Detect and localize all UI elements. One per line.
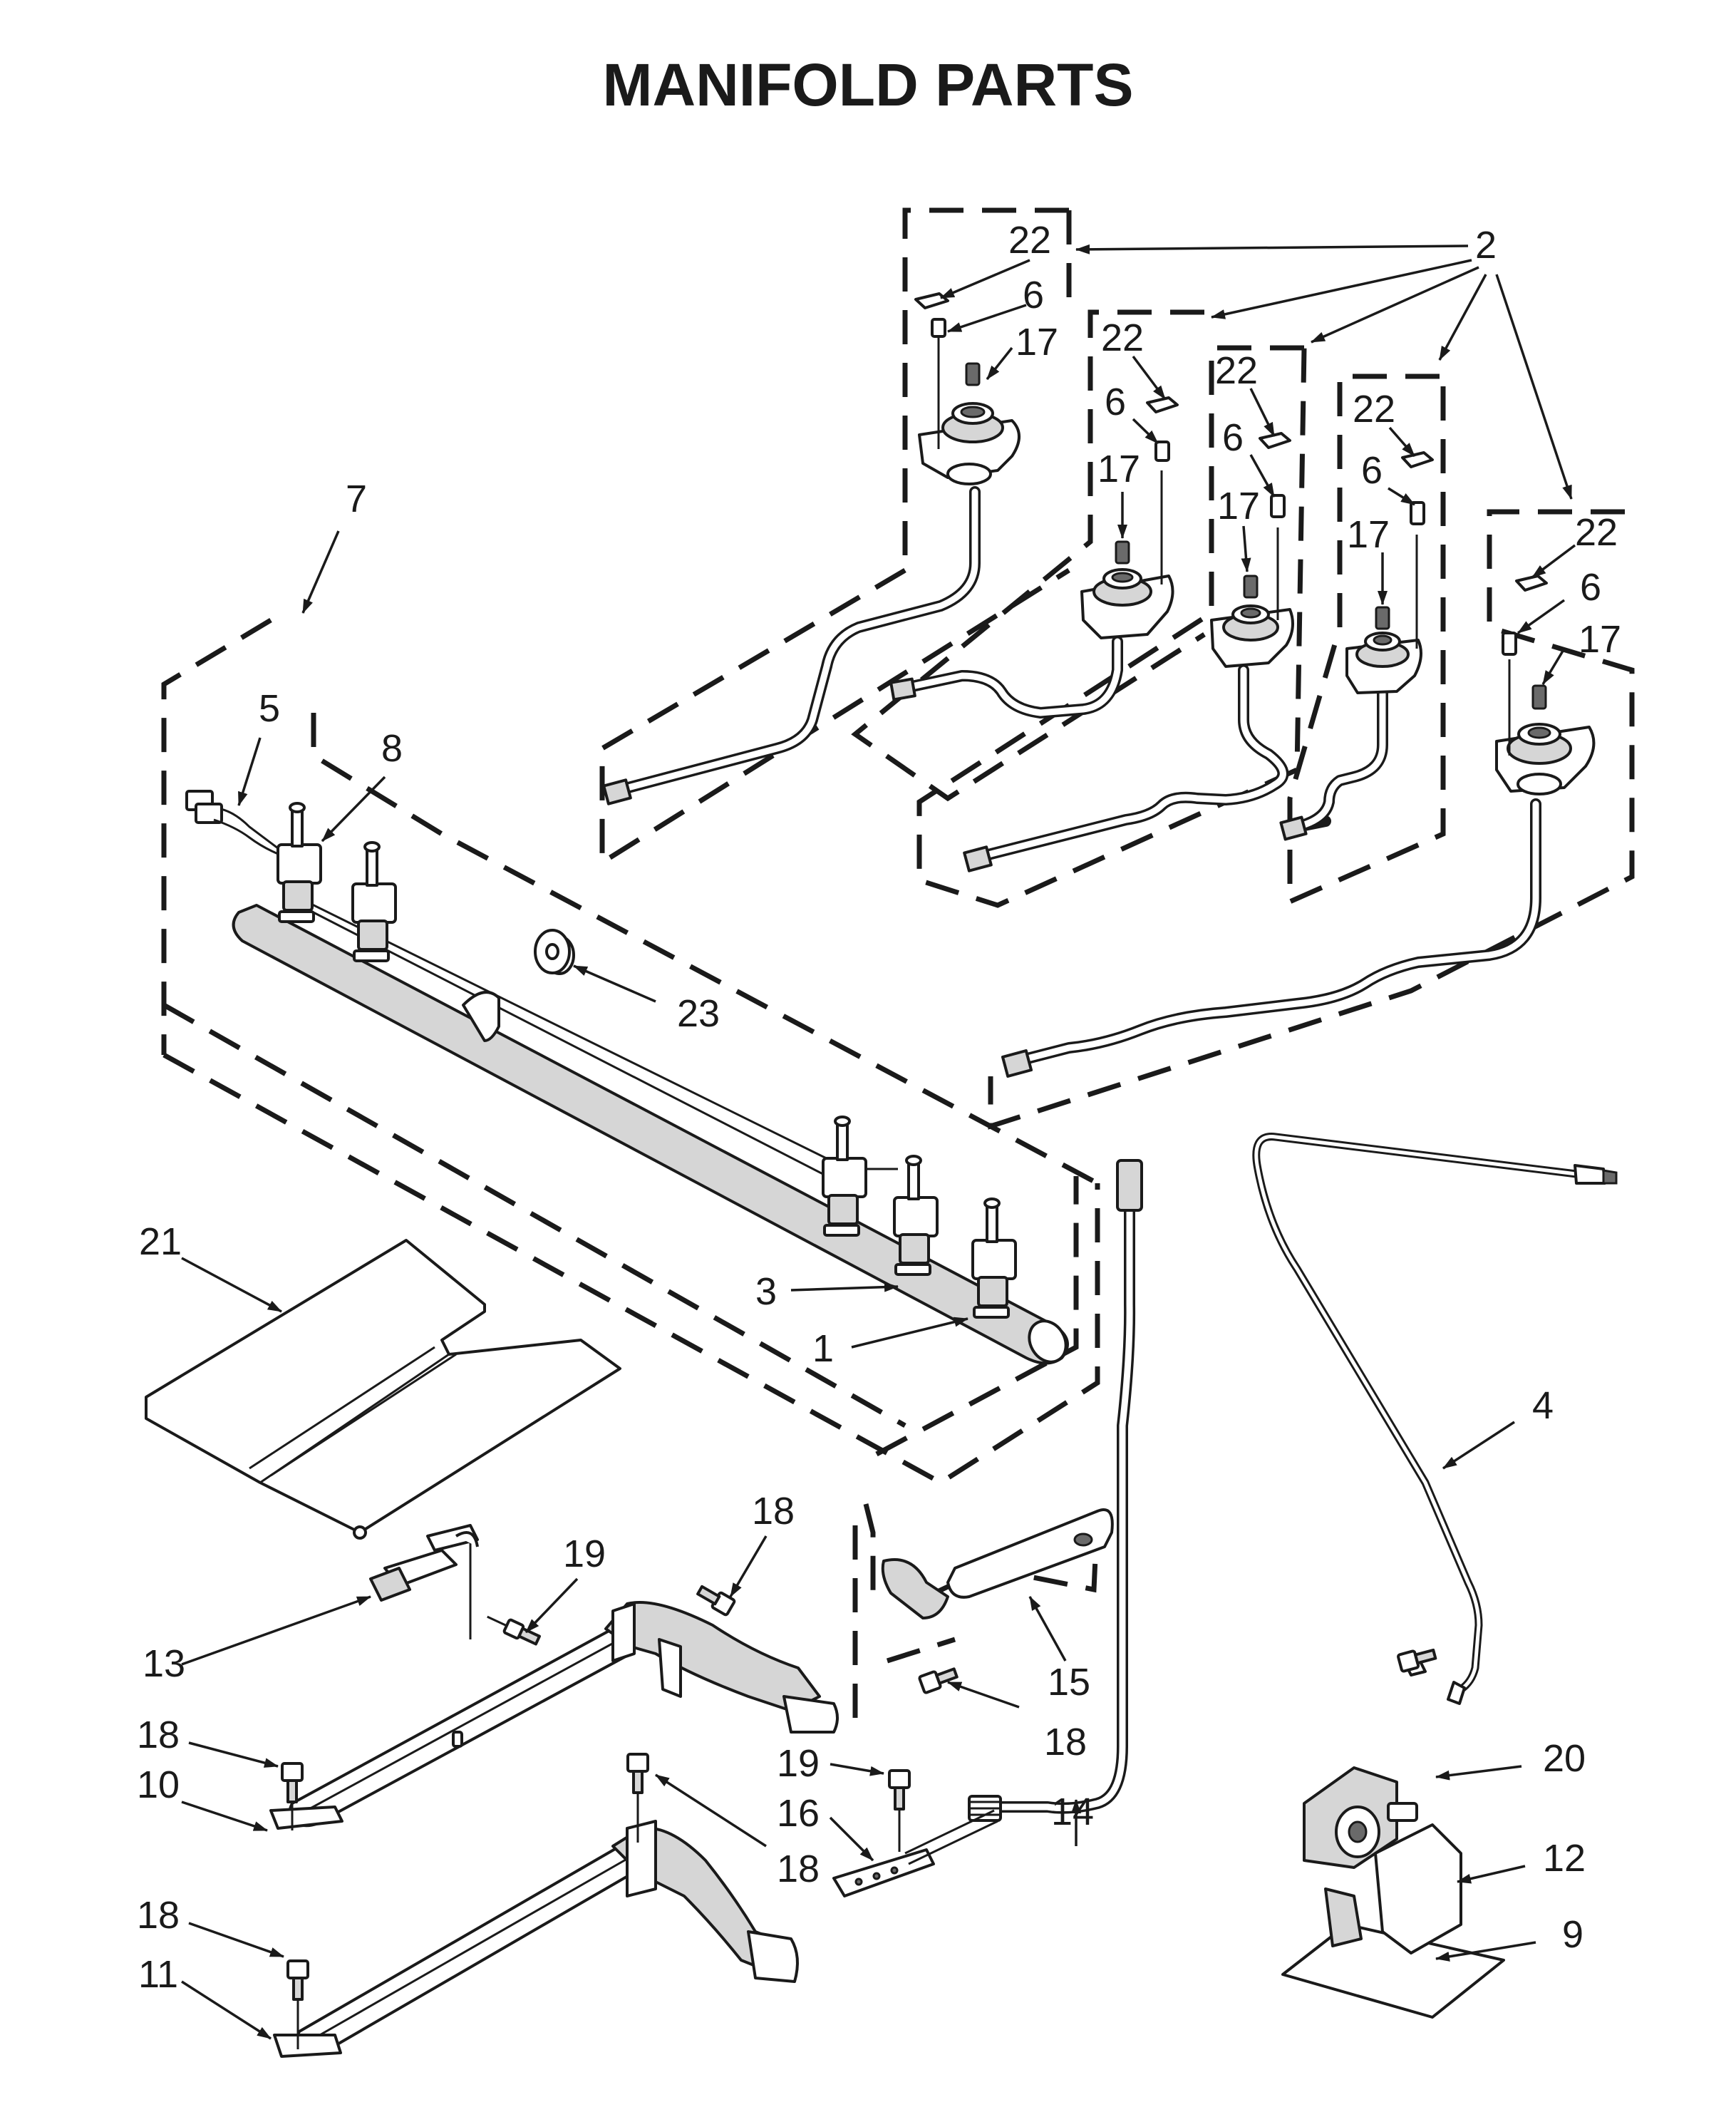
callout-19: 19 [563, 1533, 606, 1575]
oven-burner-icon [273, 1820, 799, 2058]
callout-17: 17 [1347, 513, 1390, 556]
callout-6: 6 [1023, 274, 1044, 316]
leader-lines [181, 244, 1576, 2040]
oven-igniter [369, 1524, 479, 1639]
screw-icon [918, 1667, 959, 1694]
igniter-clip-icon [1146, 396, 1179, 413]
callout-17: 17 [1016, 321, 1058, 364]
callout-10: 10 [137, 1763, 180, 1806]
igniter-electrode-icon [931, 318, 946, 338]
callout-8: 8 [381, 727, 403, 770]
callout-9: 9 [1562, 1913, 1583, 1956]
burner-valve-icon [351, 841, 397, 962]
callout-23: 23 [677, 992, 720, 1035]
screw-icon [696, 1585, 736, 1617]
orifice-icon [1375, 606, 1390, 630]
screw-icon [286, 1959, 309, 2049]
screw-icon [487, 1615, 541, 1646]
callout-4: 4 [1532, 1384, 1554, 1427]
callout-17: 17 [1579, 618, 1621, 661]
igniter-clip-icon [1515, 575, 1548, 592]
callout-3: 3 [755, 1270, 777, 1313]
manifold-assembly-outline [161, 617, 1100, 1486]
burner-group-outlines [599, 207, 1635, 1130]
callout-22: 22 [1353, 388, 1395, 431]
callout-19: 19 [777, 1742, 820, 1785]
manifold-pipe [232, 897, 1069, 1365]
callout-20: 20 [1543, 1737, 1586, 1780]
oven-burner-icon [269, 1601, 839, 1830]
callout-6: 6 [1222, 416, 1244, 459]
surface-burner-valve-5 [1001, 575, 1596, 1078]
callout-22: 22 [1008, 219, 1051, 262]
callout-labels: 2 22 6 17 22 6 17 22 6 17 22 6 17 22 6 1… [137, 219, 1621, 1996]
callout-22: 22 [1215, 349, 1258, 392]
callout-18: 18 [137, 1714, 180, 1756]
ignition-switch-harness [185, 790, 282, 857]
callout-16: 16 [777, 1792, 820, 1835]
callout-6: 6 [1580, 566, 1601, 609]
regulator-elbow [852, 1503, 1114, 1732]
burner-valve-icon [971, 1197, 1017, 1319]
igniter-electrode-icon [1502, 632, 1517, 656]
screw-icon [281, 1762, 304, 1830]
callout-18: 18 [1044, 1721, 1087, 1763]
callout-2: 2 [1475, 224, 1497, 267]
callout-6: 6 [1361, 449, 1383, 492]
igniter-electrode-icon [1270, 494, 1286, 518]
callout-17: 17 [1217, 485, 1260, 527]
callout-17: 17 [1097, 448, 1140, 490]
igniter-electrode-icon [1410, 501, 1425, 525]
callout-7: 7 [346, 478, 367, 520]
manifold-valves [277, 802, 1017, 1319]
callout-21: 21 [139, 1220, 182, 1263]
burner-valve-icon [822, 1116, 867, 1237]
surface-burner-valve-4 [1279, 451, 1434, 841]
callout-18: 18 [137, 1894, 180, 1937]
igniter-clip-icon [914, 292, 949, 309]
burner-bracket [832, 1809, 998, 1897]
flame-spreader-icon [145, 1239, 621, 1540]
burner-valve-icon [277, 802, 322, 923]
surface-burner-valve-1 [602, 292, 1021, 805]
orifice-icon [1243, 575, 1259, 599]
callout-1: 1 [812, 1327, 834, 1370]
page-title: MANIFOLD PARTS [602, 51, 1133, 118]
callout-12: 12 [1543, 1837, 1586, 1880]
burner-valve-icon [893, 1155, 939, 1276]
callout-14: 14 [1051, 1791, 1094, 1833]
igniter-clip-icon [1401, 451, 1434, 468]
callout-5: 5 [259, 687, 280, 730]
callout-18: 18 [777, 1848, 820, 1890]
gas-valve-icon [1281, 1656, 1505, 2019]
callout-15: 15 [1048, 1661, 1090, 1704]
callout-18: 18 [752, 1490, 795, 1533]
screw-icon [888, 1769, 911, 1852]
orifice-icon [965, 362, 981, 386]
callout-22: 22 [1575, 511, 1618, 554]
igniter-lead-tube [1252, 1133, 1618, 1705]
callout-11: 11 [138, 1953, 178, 1996]
orifice-icon [1115, 540, 1130, 565]
igniter-electrode-icon [1154, 441, 1170, 462]
gasket-23 [534, 929, 571, 974]
callout-6: 6 [1105, 381, 1126, 423]
screw-icon [1397, 1648, 1437, 1673]
screw-icon [626, 1753, 649, 1843]
surface-burner-valve-2 [889, 396, 1179, 718]
surface-burner-valve-3 [963, 432, 1294, 872]
callout-13: 13 [143, 1642, 185, 1685]
orifice-icon [1531, 684, 1547, 710]
callout-22: 22 [1101, 316, 1144, 359]
